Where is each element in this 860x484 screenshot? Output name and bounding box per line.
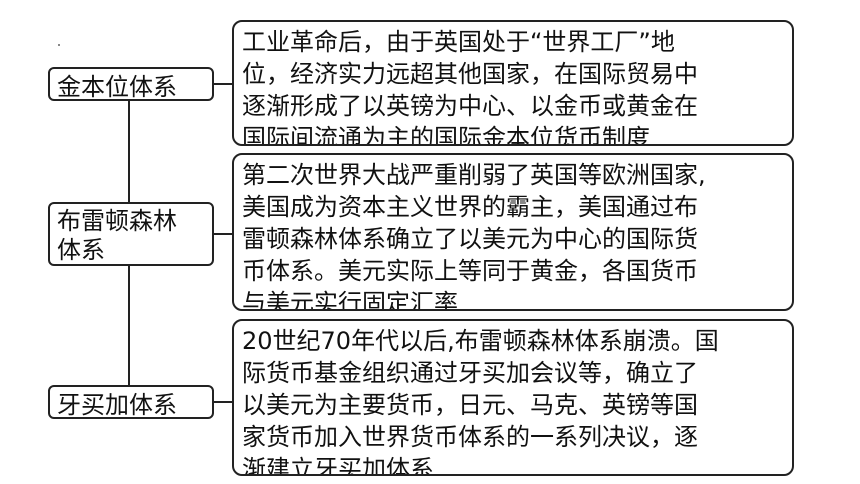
label-bretton-woods: 布雷顿森林 体系 [48, 202, 214, 266]
content-line: 家货币加入世界货币体系的一系列决议，逐 [242, 423, 698, 451]
content-line: 工业革命后，由于英国处于“世界工厂”地 [242, 28, 675, 56]
label-jamaica-text: 牙买加体系 [57, 391, 177, 419]
content-line: 与美元实行固定汇率 [242, 289, 458, 311]
content-line: 渐建立牙买加体系 [242, 455, 434, 476]
content-line: 雷顿森林体系确立了以美元为中心的国际货 [242, 225, 698, 253]
content-line: 逐渐形成了以英镑为中心、以金币或黄金在 [242, 92, 698, 120]
label-bretton-woods-line-2: 体系 [57, 236, 105, 264]
content-line: 第二次世界大战严重削弱了英国等欧洲国家, [242, 161, 706, 189]
content-jamaica: 20世纪70年代以后,布雷顿森林体系崩溃。国 际货币基金组织通过牙买加会议等，确… [232, 319, 794, 476]
content-line: 币体系。美元实际上等同于黄金，各国货币 [242, 257, 698, 285]
connector-gold-standard [212, 83, 234, 85]
stray-dot [58, 44, 60, 46]
content-line: 美国成为资本主义世界的霸主，美国通过布 [242, 193, 698, 221]
content-bretton-woods: 第二次世界大战严重削弱了英国等欧洲国家, 美国成为资本主义世界的霸主，美国通过布… [232, 153, 794, 311]
label-gold-standard: 金本位体系 [48, 67, 214, 101]
connector-jamaica [212, 401, 234, 403]
content-line: 位，经济实力远超其他国家，在国际贸易中 [242, 60, 698, 88]
content-line: 以美元为主要货币，日元、马克、英镑等国 [242, 391, 698, 419]
content-gold-standard: 工业革命后，由于英国处于“世界工厂”地 位，经济实力远超其他国家，在国际贸易中 … [232, 20, 794, 146]
content-line: 际货币基金组织通过牙买加会议等，确立了 [242, 359, 698, 387]
label-jamaica: 牙买加体系 [48, 385, 214, 419]
label-gold-standard-text: 金本位体系 [57, 73, 177, 101]
connector-bretton-woods [212, 233, 234, 235]
content-line: 国际间流通为主的国际金本位货币制度 [242, 124, 650, 146]
label-bretton-woods-line-1: 布雷顿森林 [57, 207, 177, 235]
content-line: 20世纪70年代以后,布雷顿森林体系崩溃。国 [242, 327, 719, 355]
